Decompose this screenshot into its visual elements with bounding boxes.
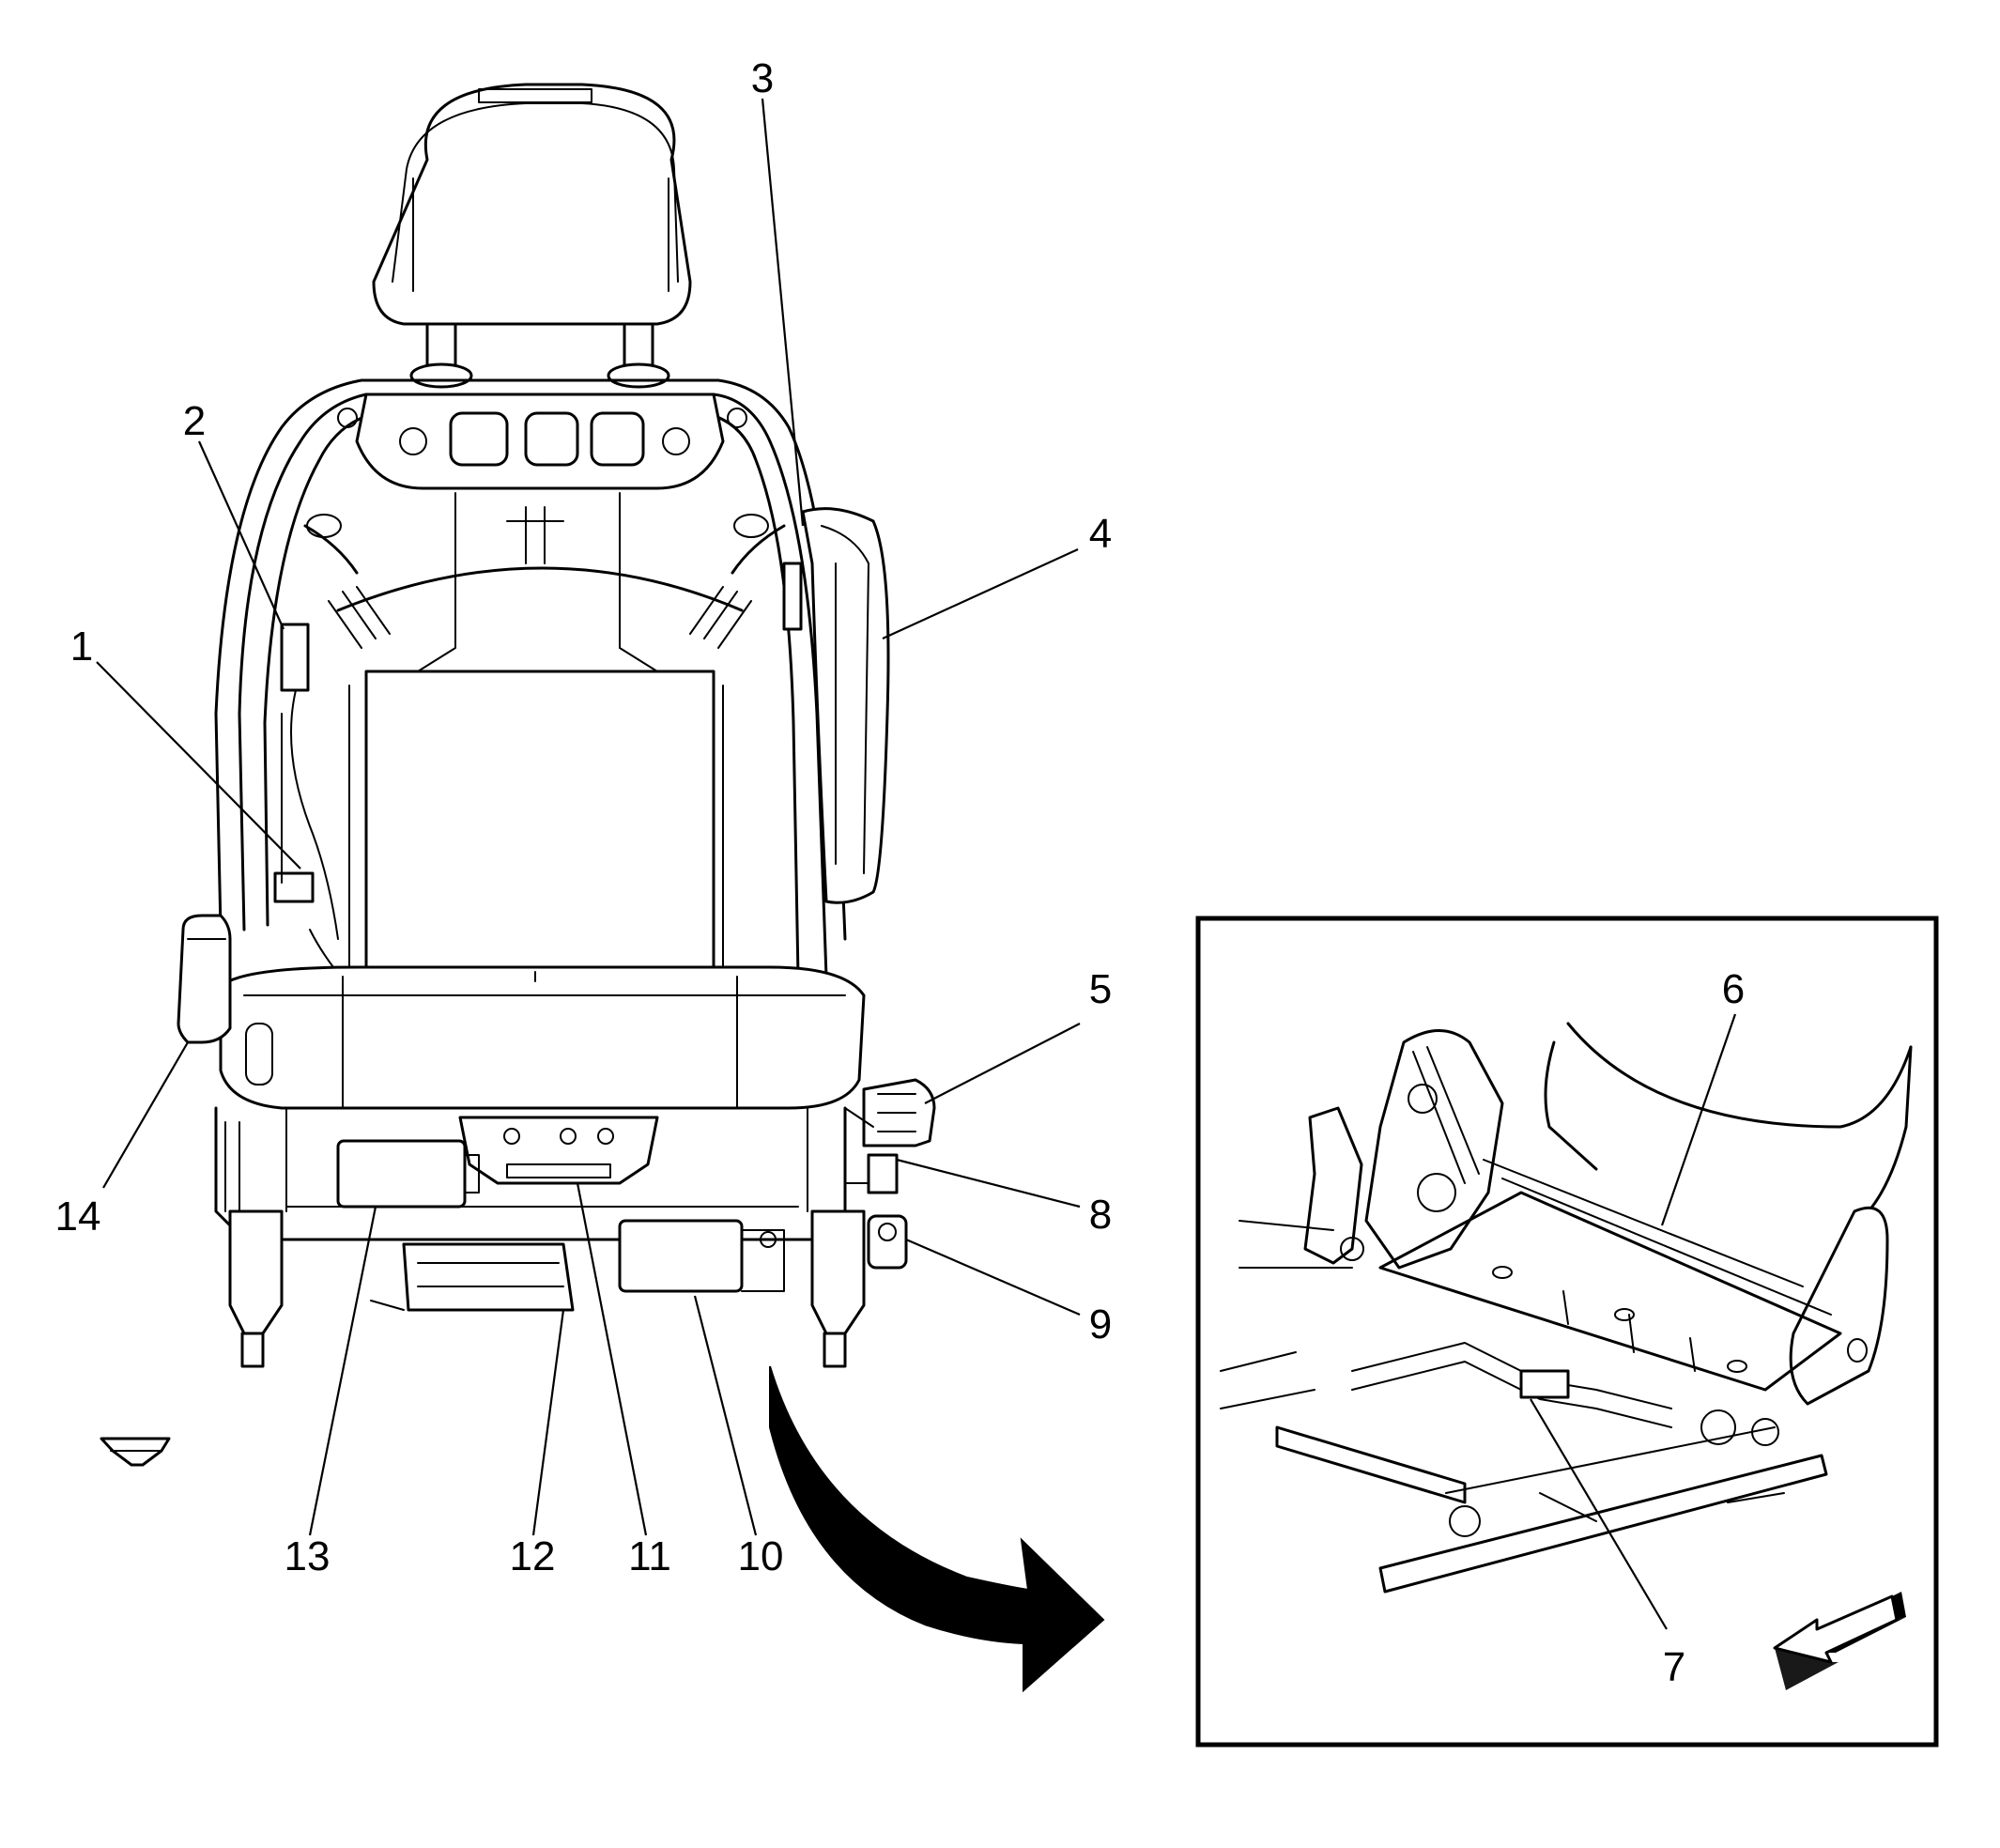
seat-assembly-drawing — [177, 83, 936, 1368]
left-harness — [273, 623, 339, 968]
direction-arrow-icon — [1773, 1592, 1906, 1690]
leader-lines — [96, 98, 1737, 1630]
callout-13: 13 — [285, 1533, 331, 1579]
detail-view — [1195, 916, 1939, 1748]
seatback-panel — [364, 670, 715, 974]
callout-3: 3 — [751, 55, 774, 101]
callout-12: 12 — [510, 1533, 556, 1579]
seat-cushion — [219, 965, 866, 1110]
callout-5: 5 — [1089, 966, 1112, 1012]
headrest — [372, 83, 692, 389]
callout-labels: 1 2 3 4 5 6 7 8 9 10 11 12 13 14 — [55, 55, 1746, 1690]
callout-8: 8 — [1089, 1192, 1112, 1238]
armrest — [177, 914, 232, 1044]
callout-14: 14 — [55, 1194, 101, 1240]
callout-11: 11 — [628, 1533, 671, 1579]
callout-6: 6 — [1722, 966, 1745, 1012]
callout-7: 7 — [1663, 1644, 1685, 1690]
callout-2: 2 — [183, 398, 206, 444]
direction-arrow-icon — [100, 1437, 171, 1467]
callout-4: 4 — [1089, 511, 1112, 557]
callout-1: 1 — [70, 624, 93, 670]
curved-arrow-icon — [769, 1365, 1105, 1693]
side-airbag-module — [782, 507, 890, 904]
callout-10: 10 — [738, 1533, 784, 1579]
callout-9: 9 — [1089, 1301, 1112, 1348]
seat-lower-frame — [214, 1078, 936, 1368]
